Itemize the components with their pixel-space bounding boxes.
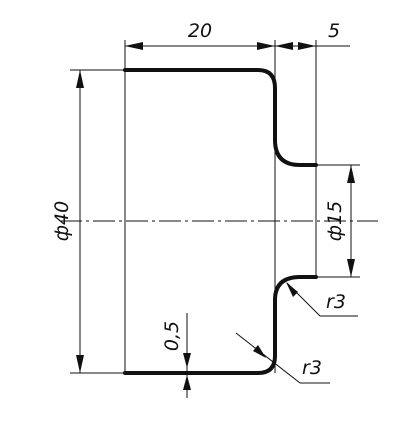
part-outline-top bbox=[123, 68, 318, 167]
dim-label-5: 5 bbox=[328, 20, 340, 42]
part-outline-bottom bbox=[123, 275, 318, 375]
dim-label-r3-lower: r3 bbox=[302, 357, 322, 379]
dim-label-r3-upper: r3 bbox=[326, 291, 346, 313]
arrow-20-left bbox=[125, 42, 143, 50]
arrow-05-bottom bbox=[183, 375, 191, 390]
dim-label-05: 0,5 bbox=[161, 321, 183, 351]
leader-r3-upper bbox=[286, 282, 321, 317]
arrow-05-top bbox=[183, 353, 191, 368]
arrow-d15-bottom bbox=[347, 259, 355, 277]
dim-label-d15: ф15 bbox=[324, 201, 346, 241]
leader-r3-lower bbox=[235, 332, 301, 384]
dim-label-d40: ф40 bbox=[51, 201, 73, 241]
arrow-r3-upper bbox=[286, 282, 298, 297]
arrow-d15-top bbox=[347, 165, 355, 183]
arrow-r3-lower bbox=[253, 345, 266, 358]
arrow-5-right bbox=[298, 42, 316, 50]
arrow-d40-top bbox=[76, 70, 84, 88]
dim-label-20: 20 bbox=[188, 20, 212, 42]
arrow-d40-bottom bbox=[76, 355, 84, 373]
arrow-5-left bbox=[275, 42, 293, 50]
